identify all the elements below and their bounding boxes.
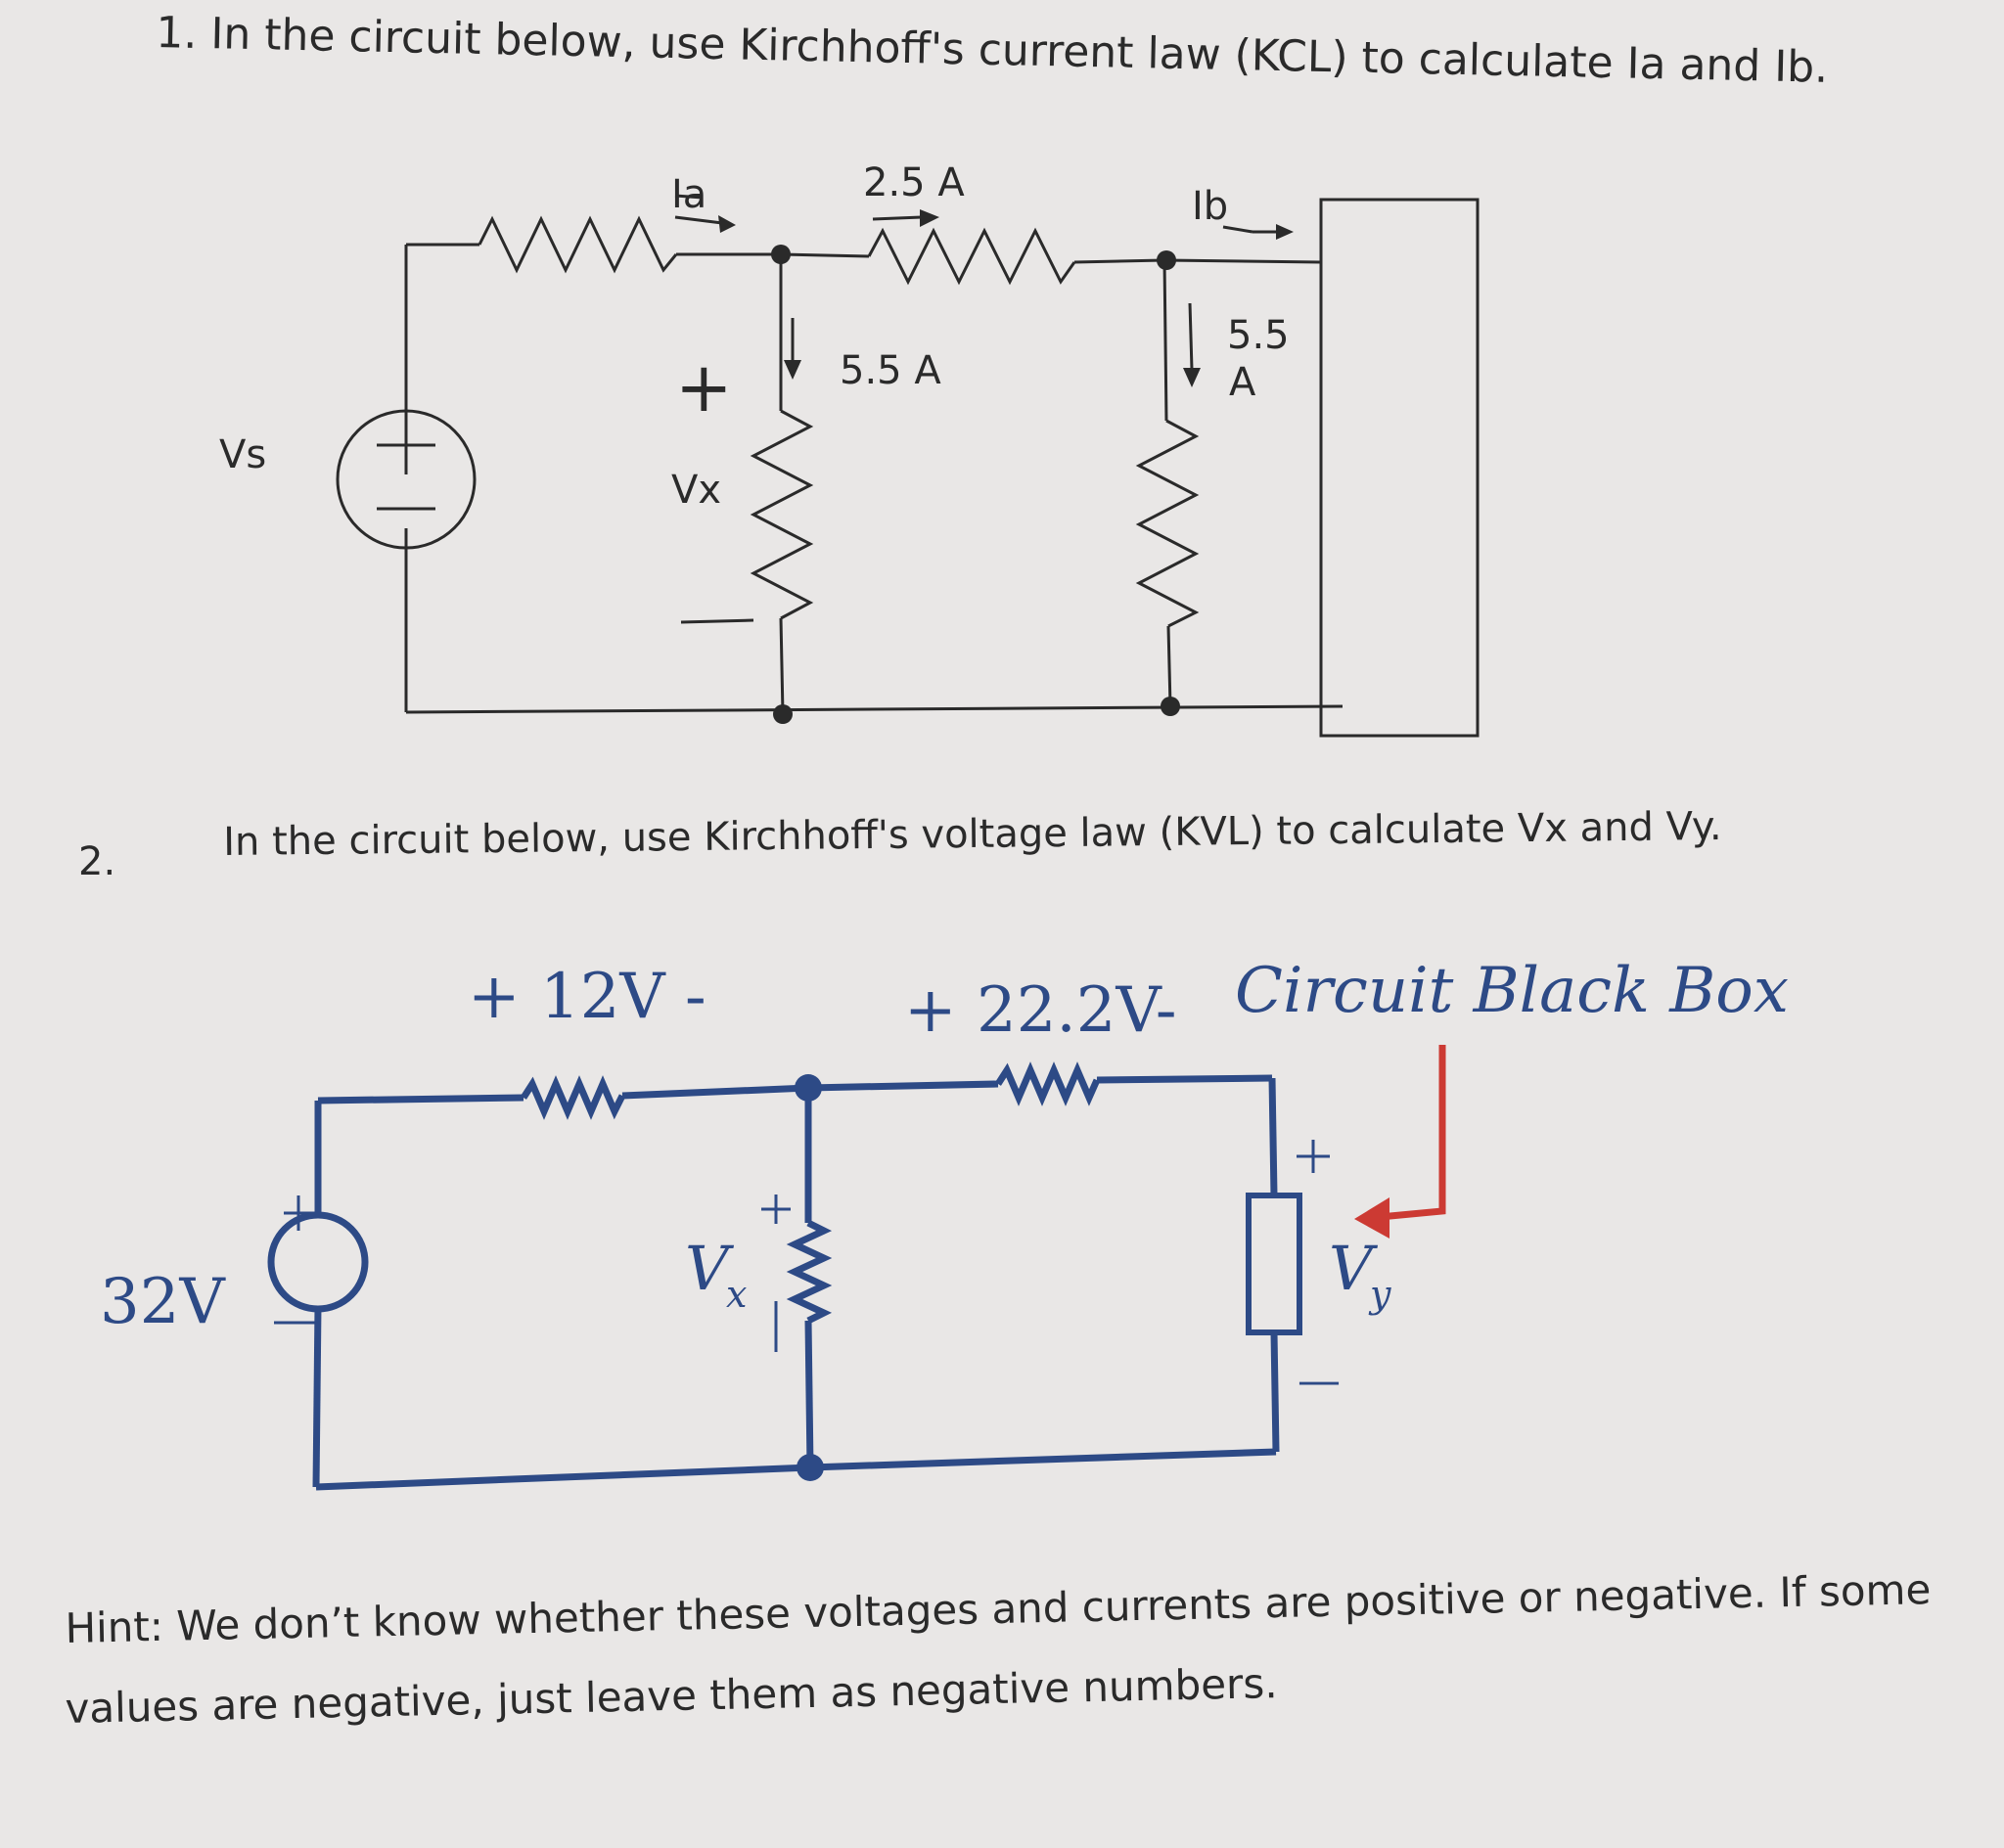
c1-label-2-5a: 2.5 A bbox=[863, 160, 965, 205]
c2-label-vy: V bbox=[1329, 1233, 1379, 1304]
c2-label-vx-sub: x bbox=[726, 1273, 747, 1316]
c1-label-ib: Ib bbox=[1192, 184, 1228, 229]
c2-top-wire-b bbox=[621, 1084, 809, 1100]
c1-arrow-ia-shaft bbox=[674, 215, 723, 225]
c1-top-wire-c bbox=[780, 252, 870, 258]
question-2-number: 2. bbox=[78, 839, 116, 884]
c1-voltage-source bbox=[336, 409, 477, 550]
c1-arrow-55-head bbox=[784, 360, 801, 380]
c1-arrow-ia-head bbox=[718, 215, 736, 233]
c2-top-wire-a bbox=[317, 1094, 524, 1104]
c1-bottom-wire bbox=[405, 704, 1344, 714]
c2-node-bottom bbox=[797, 1454, 824, 1481]
c2-label-vy-minus: — bbox=[1298, 1356, 1341, 1406]
c1-label-5-5: 5.5 bbox=[1227, 313, 1290, 358]
c1-vx-minus bbox=[680, 618, 754, 624]
c2-top-wire-d bbox=[1096, 1074, 1273, 1084]
c2-label-vy-sub: y bbox=[1368, 1273, 1391, 1316]
c1-top-wire-d bbox=[1073, 258, 1165, 264]
c1-resistor-3 bbox=[750, 409, 814, 620]
c1-top-wire-e bbox=[1163, 258, 1322, 264]
c1-label-vs: Vs bbox=[219, 432, 266, 477]
c2-label-vx: V bbox=[685, 1233, 735, 1304]
c1-label-ia: Ia bbox=[671, 172, 706, 217]
c2-label-22v: + 22.2V- bbox=[904, 974, 1176, 1047]
c2-left-wire-bottom bbox=[312, 1305, 322, 1488]
c2-voltage-source bbox=[267, 1211, 369, 1313]
c1-resistor-4 bbox=[1135, 419, 1200, 628]
c1-arrow-55r-head bbox=[1183, 368, 1201, 387]
c2-black-box-arrow bbox=[1354, 1045, 1446, 1239]
c1-label-plus: + bbox=[675, 347, 733, 428]
c1-label-a: A bbox=[1229, 360, 1256, 405]
c1-arrow-25-shaft bbox=[872, 215, 923, 221]
c2-right-wire-bottom bbox=[1270, 1331, 1280, 1453]
c1-mid-wire-bottom bbox=[779, 617, 785, 715]
c2-node-top bbox=[795, 1074, 822, 1102]
c2-right-wire-top bbox=[1268, 1077, 1278, 1196]
c1-resistor-1 bbox=[478, 215, 678, 274]
c1-node-top-right bbox=[1157, 250, 1176, 270]
c2-label-black-box: Circuit Black Box bbox=[1235, 955, 1789, 1027]
c1-arrow-ib-head bbox=[1276, 224, 1294, 240]
c2-mid-wire-bottom bbox=[804, 1320, 814, 1468]
c1-node-top-mid bbox=[771, 245, 791, 264]
c1-arrow-25-head bbox=[920, 209, 939, 227]
c1-resistor-2 bbox=[867, 227, 1076, 286]
c1-label-vx: Vx bbox=[671, 468, 721, 513]
c2-resistor-22v bbox=[995, 1061, 1101, 1106]
c1-black-box bbox=[1319, 198, 1480, 738]
c2-bottom-wire-a bbox=[315, 1464, 811, 1491]
c2-top-wire-c bbox=[807, 1080, 999, 1092]
c2-arrow-head bbox=[1354, 1197, 1389, 1239]
c1-ib-underline bbox=[1222, 225, 1253, 234]
c1-right-wire-bottom bbox=[1166, 625, 1172, 707]
c2-arrow-shaft bbox=[1379, 1045, 1446, 1221]
c2-label-12v: + 12V - bbox=[468, 961, 706, 1033]
c2-resistor-12v bbox=[521, 1075, 626, 1120]
c1-node-bottom-mid bbox=[773, 704, 793, 724]
c2-black-box-element bbox=[1246, 1193, 1302, 1335]
c1-arrow-55r-shaft bbox=[1188, 302, 1194, 371]
c1-ia-underline bbox=[674, 194, 704, 200]
c2-bottom-wire-b bbox=[809, 1448, 1277, 1471]
c1-right-wire-top bbox=[1162, 259, 1168, 422]
c1-label-5-5a: 5.5 A bbox=[840, 348, 941, 393]
c1-node-bottom-right bbox=[1161, 697, 1180, 716]
c2-label-32v: 32V bbox=[100, 1266, 226, 1338]
c2-resistor-vx bbox=[786, 1219, 833, 1325]
